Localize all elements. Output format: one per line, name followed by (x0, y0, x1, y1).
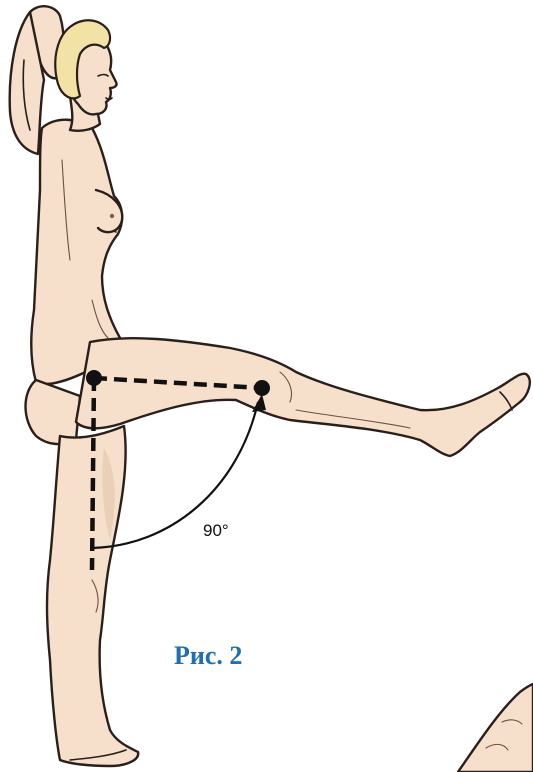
standing-leg (47, 426, 138, 766)
partial-figure (458, 684, 533, 772)
figure-caption: Рис. 2 (174, 641, 242, 670)
knee-point (254, 380, 270, 396)
head (55, 20, 116, 130)
angle-label: 90° (203, 521, 229, 540)
raised-leg (76, 338, 530, 456)
breast (96, 190, 122, 232)
hip-point (86, 370, 102, 386)
